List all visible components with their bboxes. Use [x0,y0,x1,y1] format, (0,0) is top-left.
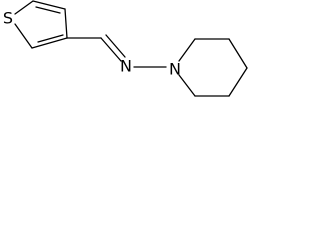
bond-c3-c4 [64,8,68,39]
imine-n-label-mask [118,56,134,78]
bond-c4-c5 [32,0,66,10]
sulfur-atom-label: S [3,9,13,28]
imine-nitrogen-label: N [120,57,132,76]
bond-c2-c3 [31,37,68,49]
bond-c5-s [14,0,34,15]
bond-c3p-c4p [228,38,248,69]
bond-ch-n-second [105,34,126,58]
bond-ch-n [100,37,122,62]
ring-nitrogen-label: N [169,60,181,79]
sulfur-label-mask [0,8,16,30]
bond-c6p-n [178,74,196,97]
bond-n-c2p [178,38,196,62]
bond-c4-c5-inner [35,6,61,14]
chemical-structure-figure: S N N [0,0,252,109]
imine-linker [66,34,167,68]
piperidine-ring [178,38,248,97]
chemical-structure-svg: S N N [0,0,248,97]
bond-c4p-c5p [228,67,248,97]
bond-c2-c3-inner [37,34,64,43]
thiophene-ring [14,0,68,49]
bond-s-c2 [14,23,33,49]
